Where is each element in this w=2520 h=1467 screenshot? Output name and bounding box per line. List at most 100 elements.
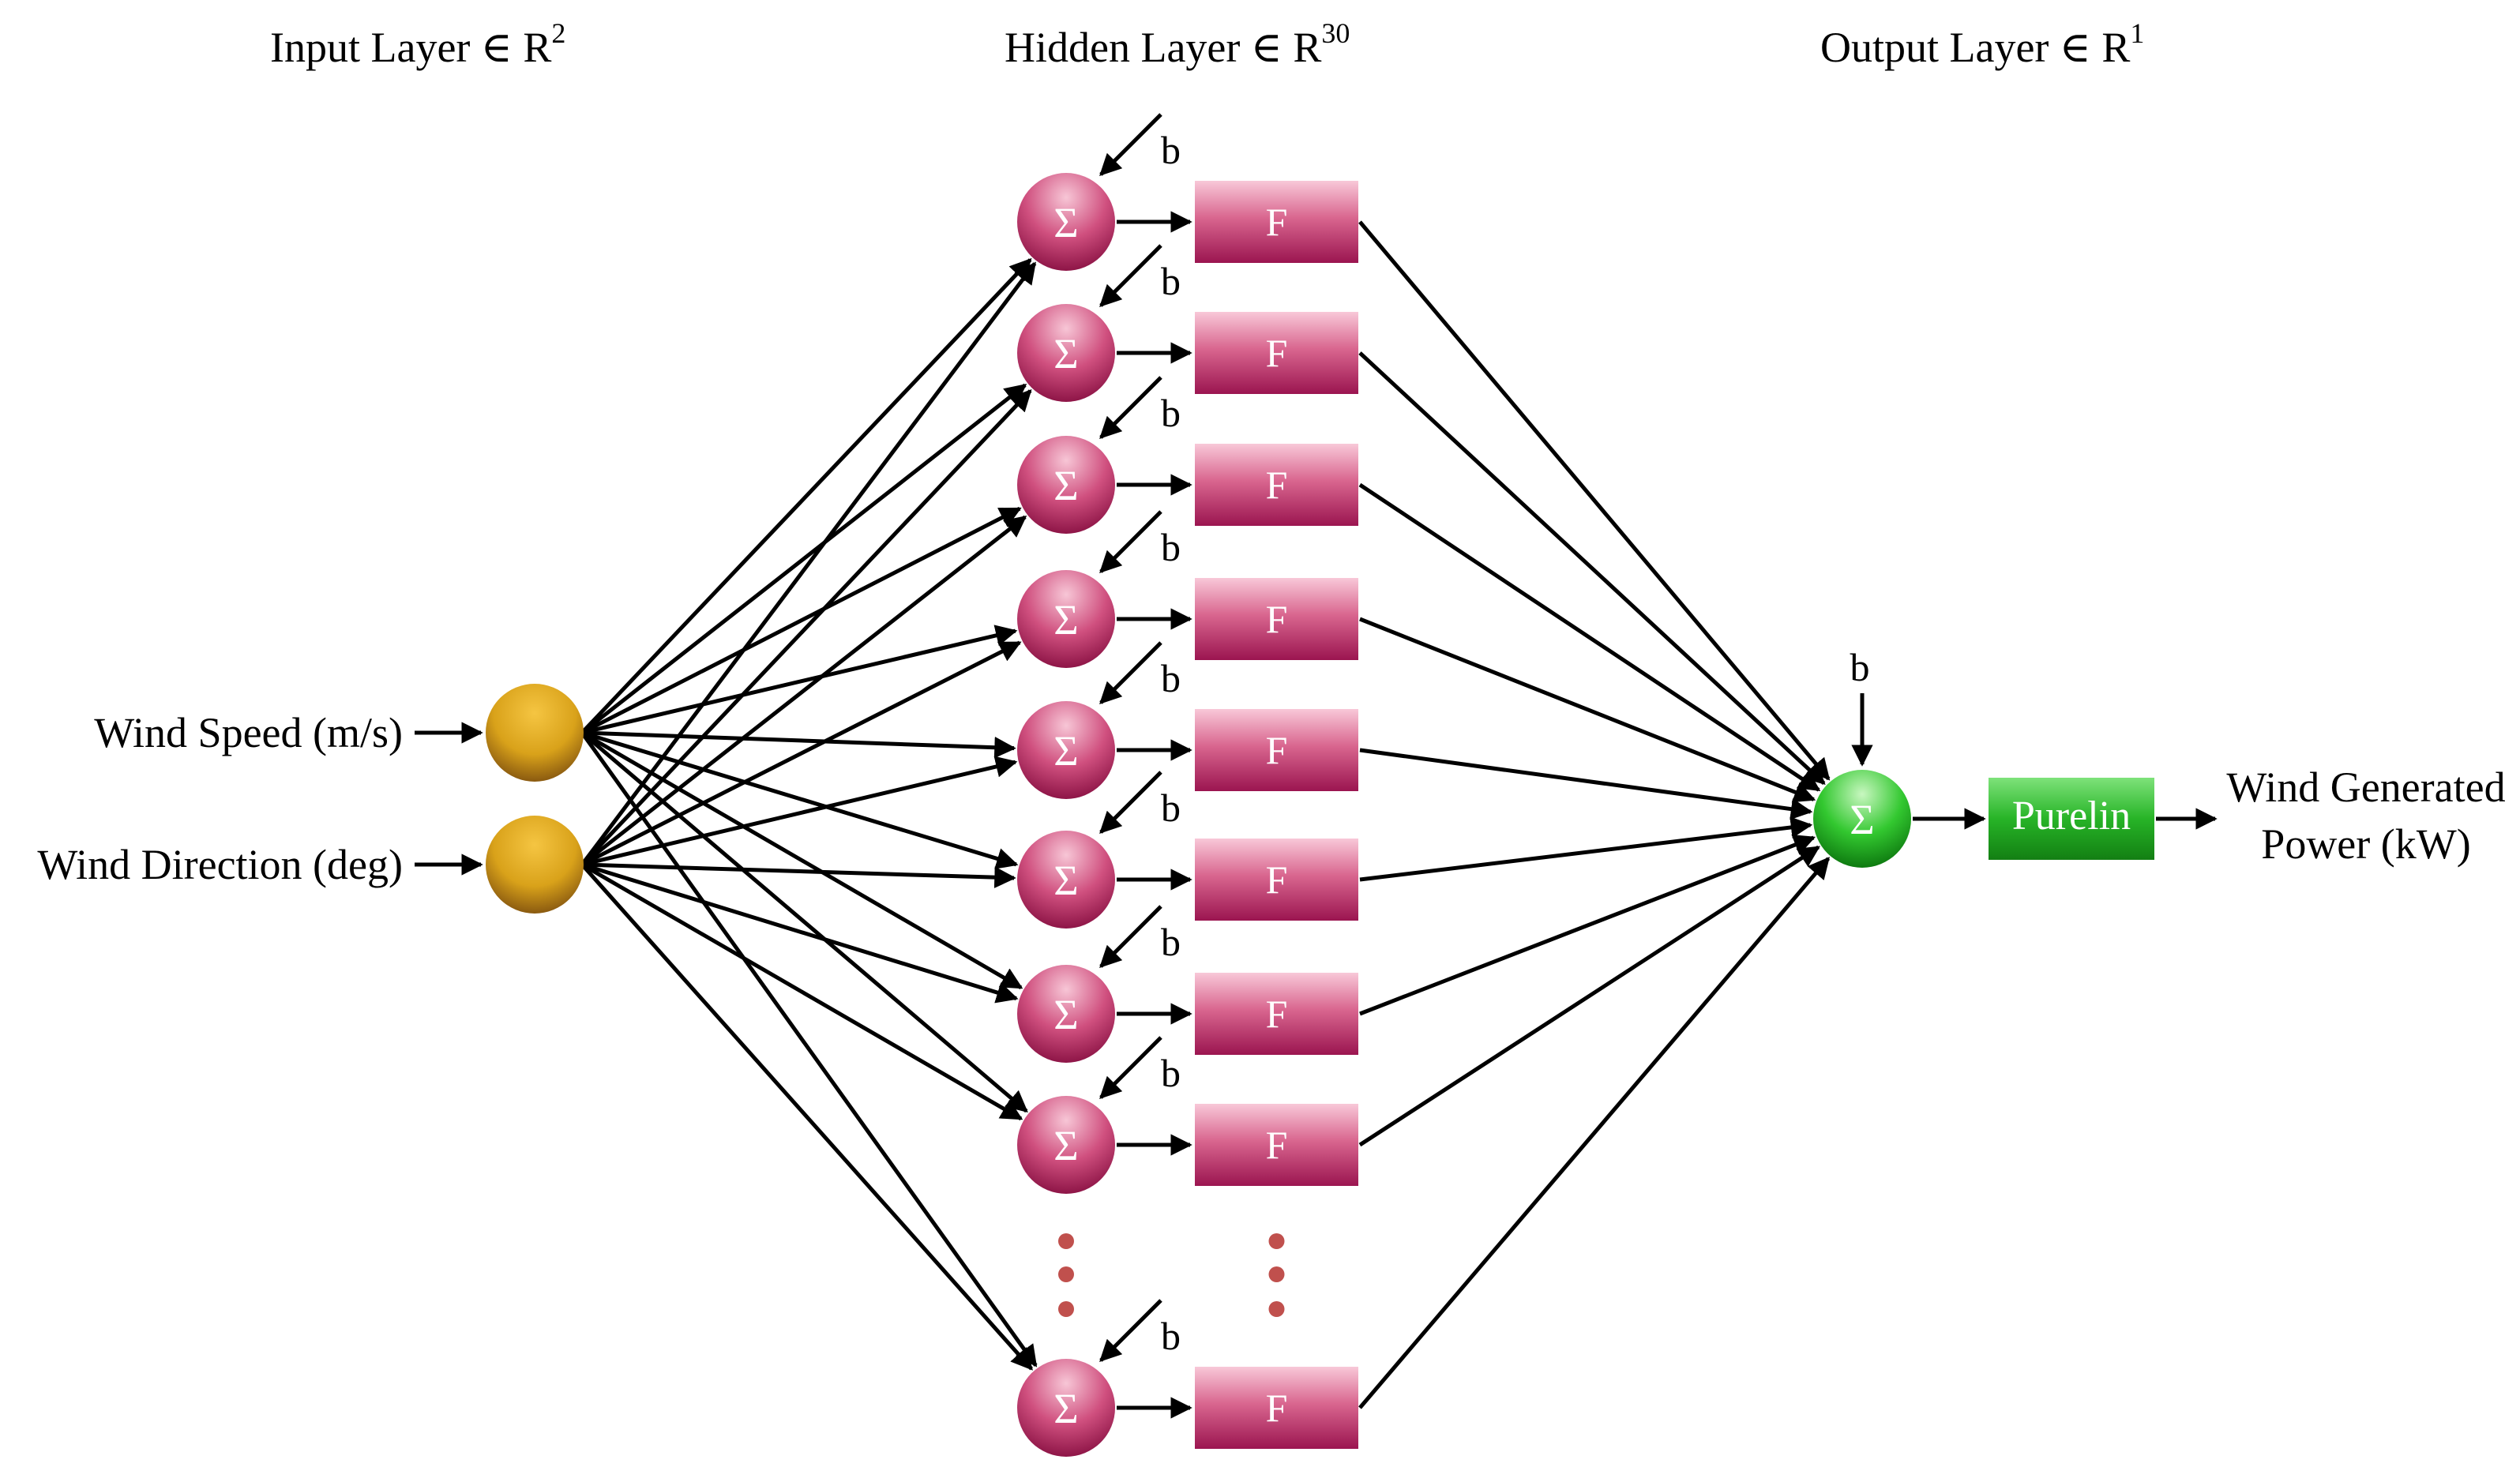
hidden-activation-box-4 (1195, 578, 1358, 660)
hidden-sum-node-2 (1017, 304, 1115, 402)
edge-input-1-hidden-2 (580, 383, 1027, 734)
hidden-activation-box-8 (1195, 1104, 1358, 1186)
edge-hidden-2-output (1358, 351, 1826, 785)
edge-hidden-1-output (1358, 220, 1831, 781)
edge-input-1-hidden-5 (581, 730, 1016, 759)
hidden-bias-arrow-6 (1099, 771, 1162, 834)
hidden-bias-label-3: b (1161, 391, 1181, 435)
edge-hidden-4-output (1359, 617, 1816, 803)
hidden-neuron-1: bΣ F (1017, 113, 1358, 271)
edge-input-1-hidden-1 (580, 257, 1032, 734)
edge-input-1-hidden-4 (581, 625, 1018, 735)
hidden-bias-label-8: b (1161, 1051, 1181, 1095)
edge-input-2-hidden-1 (580, 261, 1037, 866)
hidden-bias-arrow-3 (1099, 376, 1162, 439)
input-label-2: Wind Direction (deg) (37, 841, 403, 888)
ellipsis-dot-f-2 (1268, 1266, 1285, 1282)
hidden-sum-node-9 (1017, 1359, 1115, 1457)
hidden-bias-arrow-5 (1099, 641, 1162, 704)
ellipsis-dot-f-3 (1268, 1301, 1285, 1317)
output-sum-symbol: Σ (1850, 796, 1874, 843)
hidden-bias-arrow-1 (1099, 113, 1162, 176)
hidden-sum-node-5 (1017, 701, 1115, 799)
hidden-bias-label-2: b (1161, 259, 1181, 303)
hidden-sum-symbol-2: Σ (1053, 330, 1078, 377)
output-layer-header: Output Layer ∈ R1 (1820, 17, 2144, 71)
hidden-sum-node-3 (1017, 436, 1115, 534)
hidden-sum-symbol-8: Σ (1053, 1122, 1078, 1169)
hidden-sum-symbol-9: Σ (1053, 1385, 1078, 1432)
hidden-activation-label-5: F (1266, 728, 1288, 772)
hidden-neuron-9: bΣ F (1017, 1299, 1358, 1457)
hidden-neuron-2: bΣ F (1017, 244, 1358, 402)
edge-hidden-3-output (1358, 482, 1821, 792)
hidden-sum-symbol-3: Σ (1053, 462, 1078, 509)
hidden-sum-symbol-4: Σ (1053, 596, 1078, 643)
hidden-sum-symbol-7: Σ (1053, 991, 1078, 1038)
output-bias-label: b (1850, 645, 1870, 689)
ellipsis-dot-sum-1 (1058, 1233, 1074, 1249)
hidden-sum-node-8 (1017, 1096, 1115, 1194)
hidden-to-output-connections (1358, 220, 1831, 1409)
hidden-neuron-5: bΣ F (1017, 641, 1358, 799)
input-to-hidden-connections (580, 257, 1038, 1371)
edge-hidden-8-output (1358, 845, 1820, 1147)
edge-input-1-hidden-6 (581, 730, 1019, 869)
hidden-bias-label-5: b (1161, 656, 1181, 700)
hidden-ellipsis (1058, 1233, 1285, 1317)
hidden-activation-box-5 (1195, 709, 1358, 791)
hidden-activation-label-4: F (1266, 597, 1288, 641)
edge-hidden-7-output (1359, 835, 1816, 1016)
hidden-bias-arrow-8 (1099, 1036, 1162, 1099)
output-label-line-2: Power (kW) (2261, 820, 2470, 868)
output-layer: b Σ Purelin Wind Generated Power (kW) (1813, 645, 2506, 868)
edge-input-2-hidden-6 (581, 862, 1016, 888)
hidden-activation-label-9: F (1266, 1386, 1288, 1430)
hidden-activation-label-1: F (1266, 200, 1288, 244)
edge-input-2-hidden-9 (580, 863, 1033, 1371)
edge-input-1-hidden-8 (580, 731, 1028, 1113)
hidden-activation-box-7 (1195, 973, 1358, 1055)
input-label-1: Wind Speed (m/s) (94, 709, 403, 756)
input-layer-header: Input Layer ∈ R2 (270, 17, 565, 71)
hidden-neuron-7: bΣ F (1017, 905, 1358, 1063)
hidden-sum-symbol-1: Σ (1053, 199, 1078, 246)
edge-hidden-9-output (1358, 857, 1831, 1409)
edge-input-2-hidden-2 (580, 388, 1032, 866)
input-layer: Wind Speed (m/s) Wind Direction (deg) (37, 684, 584, 914)
output-sum-node (1813, 770, 1911, 868)
edge-input-2-hidden-5 (581, 756, 1018, 867)
hidden-activation-box-1 (1195, 181, 1358, 263)
edge-hidden-6-output (1359, 816, 1813, 882)
edge-input-1-hidden-7 (580, 730, 1023, 990)
hidden-sum-node-6 (1017, 831, 1115, 929)
hidden-bias-label-1: b (1161, 128, 1181, 172)
hidden-activation-box-6 (1195, 839, 1358, 921)
hidden-activation-label-8: F (1266, 1123, 1288, 1167)
hidden-bias-label-6: b (1161, 786, 1181, 830)
input-node-2 (486, 816, 584, 914)
hidden-sum-symbol-6: Σ (1053, 857, 1078, 904)
hidden-activation-label-2: F (1266, 331, 1288, 375)
hidden-bias-label-9: b (1161, 1314, 1181, 1358)
hidden-sum-symbol-5: Σ (1053, 727, 1078, 775)
edge-input-1-hidden-3 (580, 506, 1022, 735)
purelin-box (1989, 778, 2154, 860)
hidden-layer-header: Hidden Layer ∈ R30 (1005, 17, 1350, 71)
hidden-activation-label-7: F (1266, 992, 1288, 1036)
edge-input-2-hidden-8 (580, 862, 1023, 1121)
hidden-neuron-8: bΣ F (1017, 1036, 1358, 1194)
ellipsis-dot-f-1 (1268, 1233, 1285, 1249)
hidden-bias-label-7: b (1161, 920, 1181, 964)
ellipsis-dot-sum-2 (1058, 1266, 1074, 1282)
output-label-line-1: Wind Generated (2226, 764, 2505, 811)
edge-input-2-hidden-4 (580, 640, 1022, 867)
purelin-label: Purelin (2012, 794, 2131, 839)
hidden-activation-box-2 (1195, 312, 1358, 394)
hidden-activation-box-3 (1195, 444, 1358, 526)
hidden-sum-node-4 (1017, 570, 1115, 668)
